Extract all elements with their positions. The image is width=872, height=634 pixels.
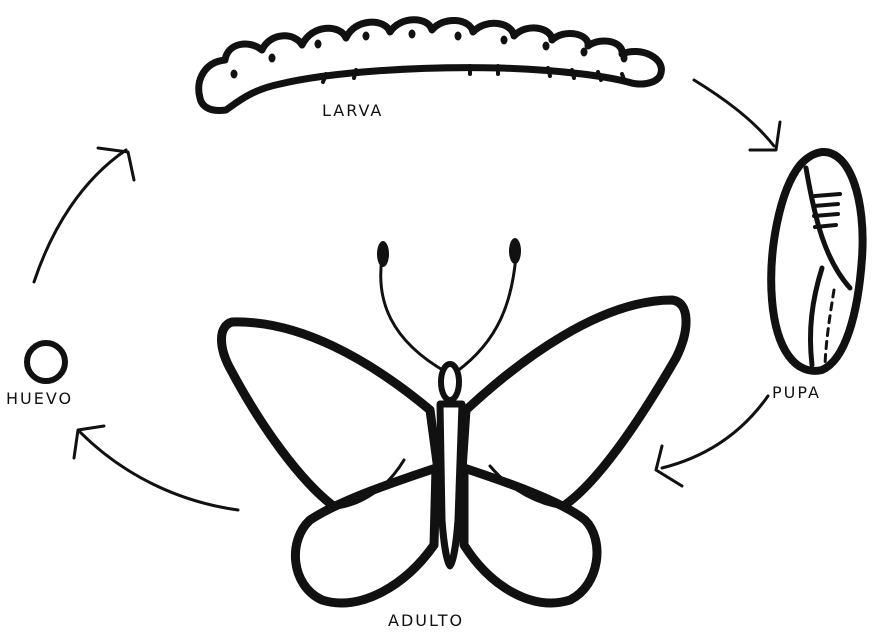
huevo-label: HUEVO (6, 389, 73, 408)
pupa-label: PUPA (772, 383, 821, 402)
adulto-label: ADULTO (388, 611, 464, 630)
larva-label: LARVA (322, 101, 383, 120)
huevo-egg (27, 343, 65, 381)
pupa-chrysalis (771, 152, 862, 371)
